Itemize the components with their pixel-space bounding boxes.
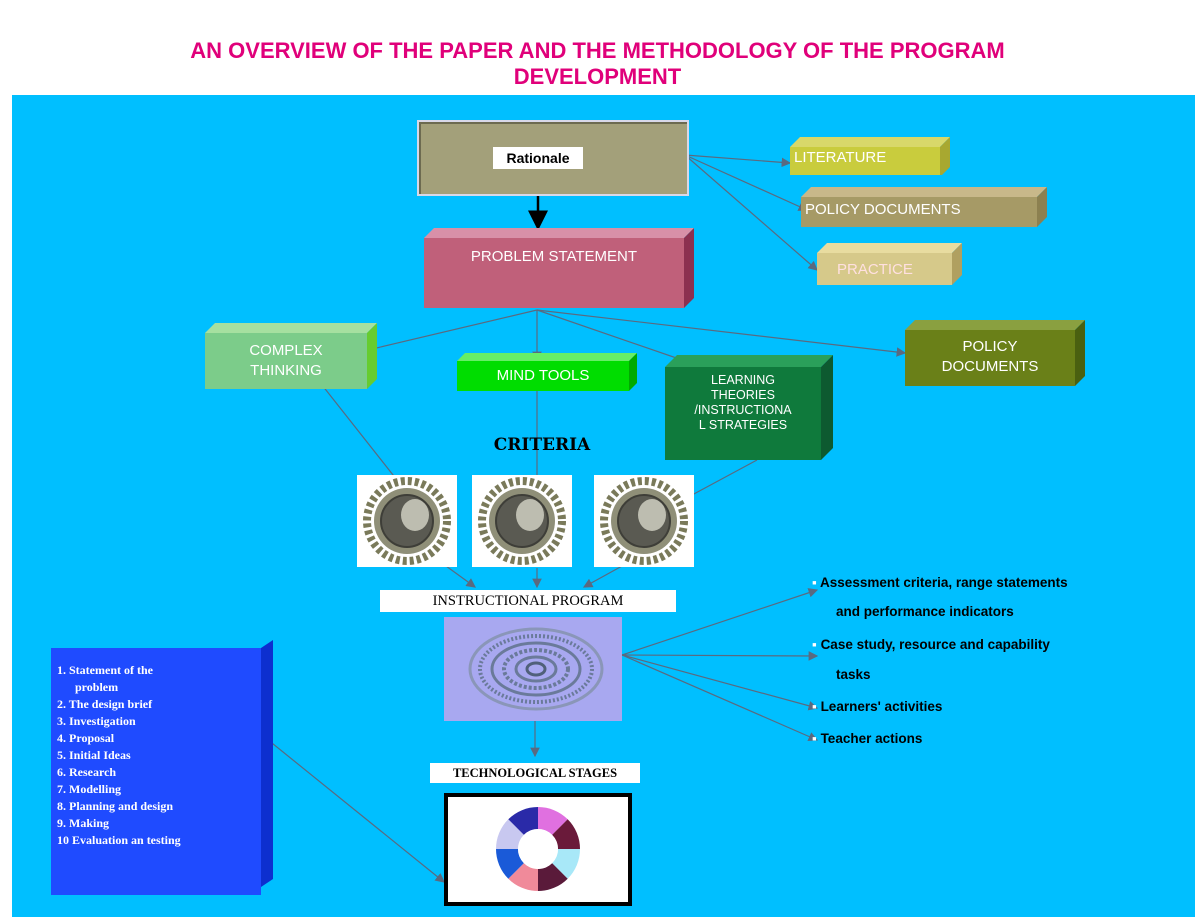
gear-icon <box>363 477 451 565</box>
gear-icon <box>600 477 688 565</box>
stage-item: 5. Initial Ideas <box>57 748 131 762</box>
stages-wheel-frame <box>444 793 632 906</box>
cycle-wheel-icon <box>496 807 580 891</box>
learning-theories-label: LEARNING THEORIES /INSTRUCTIONA L STRATE… <box>665 373 821 433</box>
arrow-to-policy <box>536 309 907 357</box>
title-line-2: DEVELOPMENT <box>513 64 682 89</box>
complex-thinking-box: COMPLEX THINKING <box>205 323 377 389</box>
outcome-bullet-1: ▪ Assessment criteria, range statements <box>812 575 1068 590</box>
arrow-to-case-study <box>621 651 819 661</box>
outcome-text: tasks <box>836 667 871 682</box>
policy-line-1: POLICY <box>962 338 1018 355</box>
arrow-to-policy-documents <box>684 154 809 211</box>
learning-theories-line-3: /INSTRUCTIONA <box>694 403 792 417</box>
outcome-text: Case study, resource and capability <box>820 637 1050 652</box>
outcome-bullet-2-cont: tasks <box>836 667 871 682</box>
outcome-text: Learners' activities <box>820 699 943 714</box>
design-stages-box: 1. Statement of the problem 2. The desig… <box>51 640 273 895</box>
mind-tools-box: MIND TOOLS <box>457 353 637 391</box>
rationale-box: Rationale <box>417 120 689 196</box>
criteria-gear-2 <box>472 475 572 567</box>
outcome-text: and performance indicators <box>836 604 1014 619</box>
mind-tools-label: MIND TOOLS <box>496 367 590 384</box>
target-icon <box>468 627 604 711</box>
learning-theories-line-4: L STRATEGIES <box>698 418 788 432</box>
arrow-to-complex-thinking <box>366 309 538 353</box>
arrow-to-assessment <box>621 588 819 656</box>
outcome-bullet-4: ▪ Teacher actions <box>812 731 923 746</box>
line-learning-to-gear <box>691 459 758 496</box>
outcome-text: Teacher actions <box>820 731 923 746</box>
literature-box: LITERATURE <box>790 137 950 175</box>
problem-statement-label: PROBLEM STATEMENT <box>470 248 638 265</box>
line-complex-to-gear <box>321 384 398 481</box>
stage-item: 4. Proposal <box>57 731 115 745</box>
page-title: AN OVERVIEW OF THE PAPER AND THE METHODO… <box>0 38 1195 90</box>
problem-statement-box: PROBLEM STATEMENT <box>424 228 694 308</box>
learning-theories-box: LEARNING THEORIES /INSTRUCTIONA L STRATE… <box>665 355 833 460</box>
policy-box: POLICY DOCUMENTS <box>905 320 1085 386</box>
stage-item: 3. Investigation <box>57 714 136 728</box>
stage-item: 10 Evaluation an testing <box>57 833 181 847</box>
outcome-bullet-2: ▪ Case study, resource and capability <box>812 637 1050 652</box>
criteria-gear-1 <box>357 475 457 567</box>
stage-item: 6. Research <box>57 765 117 779</box>
complex-thinking-label: COMPLEX THINKING <box>205 341 367 381</box>
learning-theories-line-2: THEORIES <box>711 388 775 402</box>
complex-thinking-line-2: THINKING <box>250 362 322 379</box>
stage-item: 8. Planning and design <box>57 799 174 813</box>
outcome-bullet-3: ▪ Learners' activities <box>812 699 943 714</box>
stage-item: 2. The design brief <box>57 697 153 711</box>
criteria-label: CRITERIA <box>493 435 591 455</box>
policy-documents-label: POLICY DOCUMENTS <box>805 201 961 218</box>
arrow-to-learning-theories <box>536 309 690 364</box>
learning-theories-line-1: LEARNING <box>711 373 775 387</box>
technological-stages-label: TECHNOLOGICAL STAGES <box>430 763 640 783</box>
design-stages-list: 1. Statement of the problem 2. The desig… <box>51 648 261 849</box>
gear-icon <box>478 477 566 565</box>
outcome-text: Assessment criteria, range statements <box>820 575 1068 590</box>
arrow-to-learners <box>621 654 819 711</box>
instructional-program-image <box>444 617 622 721</box>
title-line-1: AN OVERVIEW OF THE PAPER AND THE METHODO… <box>190 38 1005 63</box>
arrow-to-practice <box>684 154 818 271</box>
arrow-to-literature <box>684 154 792 168</box>
arrow-to-teacher <box>621 654 819 742</box>
practice-label: PRACTICE <box>837 261 913 278</box>
outcome-bullet-1-cont: and performance indicators <box>836 604 1014 619</box>
rationale-label: Rationale <box>493 147 583 169</box>
practice-box: PRACTICE <box>817 243 962 285</box>
literature-label: LITERATURE <box>794 149 887 166</box>
stages-box-side <box>261 640 273 887</box>
diagram-canvas: Rationale LITERATURE POLICY DOCUMENTS PR… <box>12 95 1195 917</box>
instructional-program-label: INSTRUCTIONAL PROGRAM <box>380 590 676 612</box>
policy-label: POLICY DOCUMENTS <box>905 337 1075 377</box>
stage-item: 7. Modelling <box>57 782 122 796</box>
policy-documents-box: POLICY DOCUMENTS <box>801 187 1047 227</box>
arrow-list-to-wheel <box>261 734 445 883</box>
stage-item: 1. Statement of the <box>57 663 153 677</box>
policy-line-2: DOCUMENTS <box>941 358 1039 375</box>
complex-thinking-line-1: COMPLEX <box>249 342 323 359</box>
criteria-gear-3 <box>594 475 694 567</box>
stage-item: 9. Making <box>57 816 110 830</box>
stage-item: problem <box>57 680 119 694</box>
